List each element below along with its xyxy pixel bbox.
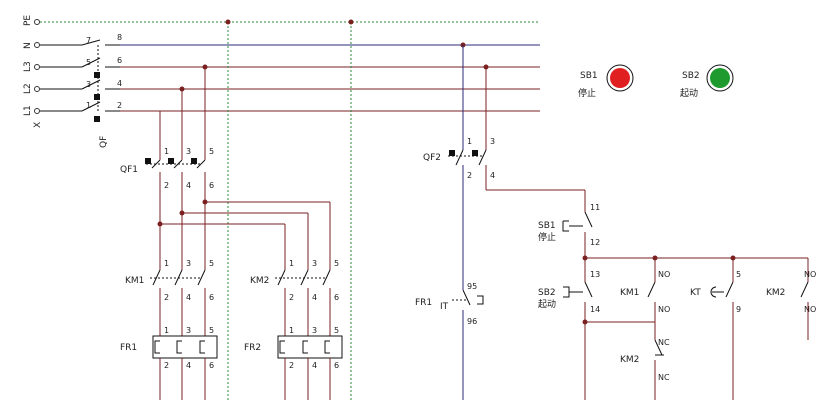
km2-contacts: KM2 1 3 5 2 4 6 — [250, 259, 339, 336]
km1-pin-6: 6 — [209, 293, 214, 302]
km2-cross-wires — [157, 199, 331, 270]
qf-pin-6: 6 — [117, 56, 122, 65]
bus-label-n: N — [23, 42, 33, 49]
sb1-stop-button[interactable] — [610, 68, 630, 88]
ctrl-sb1-pin-11: 11 — [590, 203, 600, 212]
km2-pin-6: 6 — [334, 293, 339, 302]
sb2-code: SB2 — [682, 71, 700, 81]
fr1-thermal-relay: FR1 1 3 5 2 4 6 — [120, 326, 218, 400]
fr1-pin-5: 5 — [209, 326, 214, 335]
fr1-pin-95: 95 — [467, 282, 477, 291]
km2-pin-4: 4 — [312, 293, 317, 302]
fr2-thermal-relay: FR2 1 3 5 2 4 6 — [244, 326, 343, 400]
bus-label-l1: L1 — [23, 105, 33, 116]
km1-pin-1: 1 — [164, 259, 169, 268]
qf2-label: QF2 — [423, 153, 441, 163]
qf-main-switch: 7 8 5 6 3 4 1 2 QF — [81, 33, 122, 148]
qf1-breaker: QF1 1 3 5 2 4 6 — [120, 147, 214, 270]
sb1-name: 停止 — [578, 87, 596, 99]
ctrl-km2-nc-top: NC — [658, 338, 670, 347]
ctrl-km2-nc-label: KM2 — [620, 355, 639, 365]
bus-label-x: X — [33, 122, 43, 128]
fr2-label: FR2 — [244, 343, 261, 353]
ctrl-km2-no-bottom: NO — [804, 305, 816, 314]
fr1-label: FR1 — [120, 343, 137, 353]
ctrl-sb1-name: 停止 — [538, 231, 556, 243]
fr1-pin-1: 1 — [164, 326, 169, 335]
qf1-label: QF1 — [120, 165, 138, 175]
km1-pin-5: 5 — [209, 259, 214, 268]
ctrl-kt-pin-5: 5 — [736, 270, 741, 279]
ctrl-km1-label: KM1 — [620, 288, 639, 298]
ctrl-km1-no-bottom: NO — [658, 305, 670, 314]
qf-label: QF — [99, 136, 109, 148]
sb1-indicator[interactable]: SB1 停止 — [578, 64, 634, 99]
ctrl-km1-no-top: NO — [658, 270, 670, 279]
km2-pin-3: 3 — [312, 259, 317, 268]
ctrl-kt-label: KT — [690, 288, 701, 298]
ctrl-km2-label: KM2 — [766, 288, 785, 298]
fr1-pin-96: 96 — [467, 317, 477, 326]
km2-pin-2: 2 — [289, 293, 294, 302]
ctrl-sb1-code: SB1 — [538, 221, 556, 231]
km1-pin-2: 2 — [164, 293, 169, 302]
sb2-indicator[interactable]: SB2 起动 — [680, 64, 734, 99]
fr2-pin-1: 1 — [289, 326, 294, 335]
ctrl-sb2-code: SB2 — [538, 288, 556, 298]
km1-pin-3: 3 — [186, 259, 191, 268]
ctrl-km2-nc-bottom: NC — [658, 373, 670, 382]
qf2-pin-4: 4 — [490, 171, 495, 180]
qf-pin-5: 5 — [86, 58, 91, 67]
km1-label: KM1 — [125, 276, 144, 286]
ctrl-kt-pin-9: 9 — [736, 305, 741, 314]
fr1-contact-label: FR1 — [415, 298, 432, 308]
bus-label-l3: L3 — [23, 61, 33, 72]
km2-label: KM2 — [250, 276, 269, 286]
qf-pin-8: 8 — [117, 33, 122, 42]
km1-pin-4: 4 — [186, 293, 191, 302]
fr2-pin-6: 6 — [334, 361, 339, 370]
fr1-pin-6: 6 — [209, 361, 214, 370]
bus-label-pe: PE — [23, 15, 33, 26]
ctrl-sb2-name: 起动 — [538, 299, 556, 310]
qf2-pin-3: 3 — [490, 137, 495, 146]
qf-pin-1: 1 — [86, 101, 91, 110]
qf2-pin-2: 2 — [467, 171, 472, 180]
km2-pin-5: 5 — [334, 259, 339, 268]
qf-pin-4: 4 — [117, 79, 122, 88]
fr2-pin-5: 5 — [334, 326, 339, 335]
fr2-pin-2: 2 — [289, 361, 294, 370]
qf2-pin-1: 1 — [467, 137, 472, 146]
ctrl-km2-no-top: NO — [804, 270, 816, 279]
qf1-pin-3: 3 — [186, 147, 191, 156]
qf1-pin-4: 4 — [186, 181, 191, 190]
sb2-start-button[interactable] — [710, 68, 730, 88]
fr2-pin-3: 3 — [312, 326, 317, 335]
qf1-pin-2: 2 — [164, 181, 169, 190]
fr1-pin-4: 4 — [186, 361, 191, 370]
fr2-pin-4: 4 — [312, 361, 317, 370]
qf1-pin-5: 5 — [209, 147, 214, 156]
ctrl-sb1-pin-12: 12 — [590, 238, 600, 247]
qf1-pin-6: 6 — [209, 181, 214, 190]
km1-contacts: KM1 1 3 5 2 4 6 — [125, 259, 214, 336]
km2-pin-1: 1 — [289, 259, 294, 268]
fr1-pin-3: 3 — [186, 326, 191, 335]
qf1-bus-taps — [159, 64, 208, 160]
qf-pin-3: 3 — [86, 80, 91, 89]
qf1-pin-1: 1 — [164, 147, 169, 156]
ctrl-sb2-pin-13: 13 — [590, 270, 600, 279]
fr1-pin-2: 2 — [164, 361, 169, 370]
ctrl-sb2-pin-14: 14 — [590, 305, 600, 314]
qf-pin-2: 2 — [117, 101, 122, 110]
bus-terminals — [34, 19, 82, 114]
fr1-contact-symbol: IT — [440, 302, 449, 312]
qf-pin-7: 7 — [86, 36, 91, 45]
control-circuit: QF2 1 3 2 4 FR1 IT 95 96 SB1 停止 11 12 S — [415, 42, 816, 400]
sb2-name: 起动 — [680, 88, 698, 99]
bus-label-l2: L2 — [23, 83, 33, 94]
sb1-code: SB1 — [580, 71, 598, 81]
